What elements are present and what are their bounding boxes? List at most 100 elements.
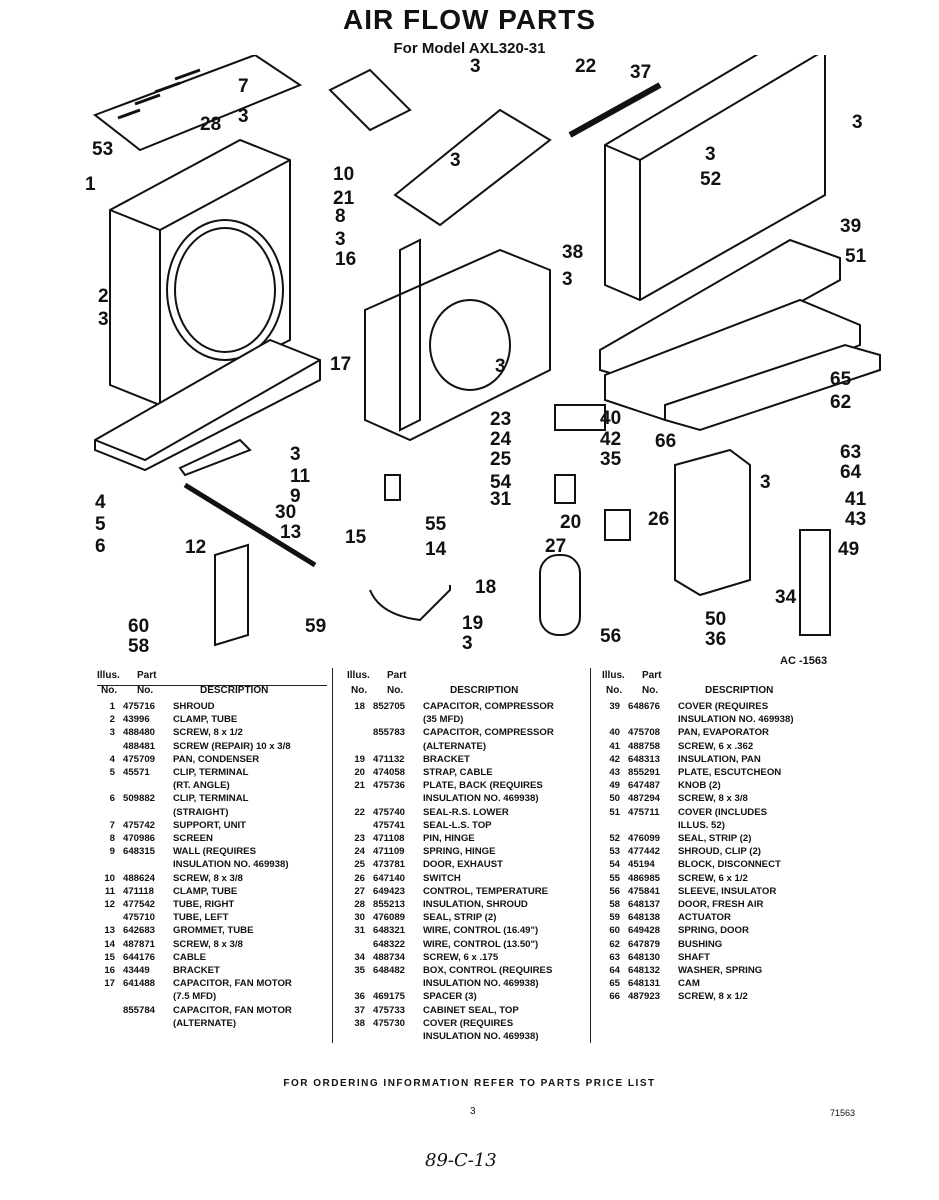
illus-number: 63 <box>609 951 620 963</box>
part-number: 475710 <box>123 912 156 924</box>
part-number: 471108 <box>373 833 405 845</box>
part-description: PLATE, ESCUTCHEON <box>678 767 782 779</box>
part-description: STRAP, CABLE <box>423 767 493 779</box>
part-description: SUPPORT, UNIT <box>173 819 247 831</box>
illus-number: 1 <box>109 701 115 712</box>
col-head-no: No. <box>642 685 659 696</box>
illus-number <box>345 740 373 753</box>
part-description: BRACKET <box>423 753 470 765</box>
part-number <box>373 740 423 753</box>
svg-text:3: 3 <box>470 56 481 77</box>
part-description: CLIP, TERMINAL <box>173 793 249 805</box>
illus-number: 42 <box>609 753 620 765</box>
divider <box>590 668 591 1043</box>
svg-text:1: 1 <box>85 174 96 195</box>
part-number: 648321 <box>373 925 406 937</box>
part-description: SCREW, 8 x 1/2 <box>678 991 748 1003</box>
parts-row: 59 648138 ACTUATOR <box>600 911 840 924</box>
part-description: PAN, EVAPORATOR <box>678 727 769 739</box>
part-description: DOOR, FRESH AIR <box>678 899 764 911</box>
svg-text:38: 38 <box>562 242 583 263</box>
part-description: ACTUATOR <box>678 912 731 924</box>
part-description: (ALTERNATE) <box>173 1017 237 1029</box>
part-number: 475736 <box>373 780 406 792</box>
illus-number: 56 <box>609 885 620 897</box>
illus-number <box>95 858 123 871</box>
svg-text:54: 54 <box>490 472 512 493</box>
part-description: INSULATION NO. 469938) <box>423 978 539 990</box>
svg-text:64: 64 <box>840 462 862 483</box>
part-description: SCREW, 8 x 3/8 <box>173 872 243 884</box>
part-description: SCREW, 6 x .362 <box>678 740 754 752</box>
illus-number: 40 <box>609 727 620 739</box>
col-head-illus: Illus. <box>97 670 120 681</box>
svg-text:12: 12 <box>185 537 206 558</box>
part-description: SHROUD, CLIP (2) <box>678 846 761 858</box>
part-description: COVER (REQUIRES <box>678 701 769 712</box>
illus-number: 9 <box>109 846 115 858</box>
svg-text:3: 3 <box>98 309 109 330</box>
part-description: CLAMP, TUBE <box>173 714 238 726</box>
svg-text:39: 39 <box>840 216 861 237</box>
illus-number: 8 <box>109 833 115 845</box>
illus-number: 7 <box>109 819 115 831</box>
part-number: 855291 <box>628 767 661 779</box>
illus-number: 17 <box>104 978 115 990</box>
part-description: WIRE, CONTROL (16.49") <box>423 925 539 937</box>
part-number: 649428 <box>628 925 661 937</box>
part-number: 648138 <box>628 912 661 924</box>
svg-text:30: 30 <box>275 502 296 523</box>
illus-number: 30 <box>354 912 365 924</box>
col-head-no: No. <box>137 685 154 696</box>
part-description: GROMMET, TUBE <box>173 925 254 937</box>
col-head-description: DESCRIPTION <box>450 685 519 696</box>
part-number <box>373 713 423 726</box>
part-number: 470986 <box>123 833 156 845</box>
part-description: INSULATION, PAN <box>678 753 761 765</box>
part-number: 488481 <box>123 740 156 752</box>
illus-number: 24 <box>354 846 365 858</box>
part-number: 488624 <box>123 872 156 884</box>
svg-text:58: 58 <box>128 636 149 657</box>
part-number <box>373 792 423 805</box>
illus-number: 26 <box>354 872 365 884</box>
svg-text:3: 3 <box>495 356 506 377</box>
illus-number: 2 <box>109 714 115 726</box>
illus-number: 59 <box>609 912 620 924</box>
svg-text:49: 49 <box>838 539 859 560</box>
part-description: WIRE, CONTROL (13.50") <box>423 938 539 950</box>
part-number: 642683 <box>123 925 156 937</box>
svg-text:19: 19 <box>462 613 483 634</box>
part-description: SCREW, 8 x 3/8 <box>678 793 748 805</box>
col-head-description: DESCRIPTION <box>705 685 774 696</box>
part-description: PIN, HINGE <box>423 833 475 845</box>
part-description: COVER (INCLUDES <box>678 806 768 818</box>
svg-text:59: 59 <box>305 616 326 637</box>
svg-text:18: 18 <box>475 577 496 598</box>
illus-number <box>345 938 373 951</box>
part-description: CABLE <box>173 951 207 963</box>
illus-number: 4 <box>109 753 115 765</box>
svg-text:60: 60 <box>128 616 149 637</box>
diagram-reference: AC -1563 <box>780 655 828 667</box>
illus-number: 36 <box>354 991 365 1003</box>
part-number <box>123 990 173 1003</box>
svg-text:3: 3 <box>562 269 573 290</box>
illus-number <box>345 977 373 990</box>
illus-number: 50 <box>609 793 620 805</box>
